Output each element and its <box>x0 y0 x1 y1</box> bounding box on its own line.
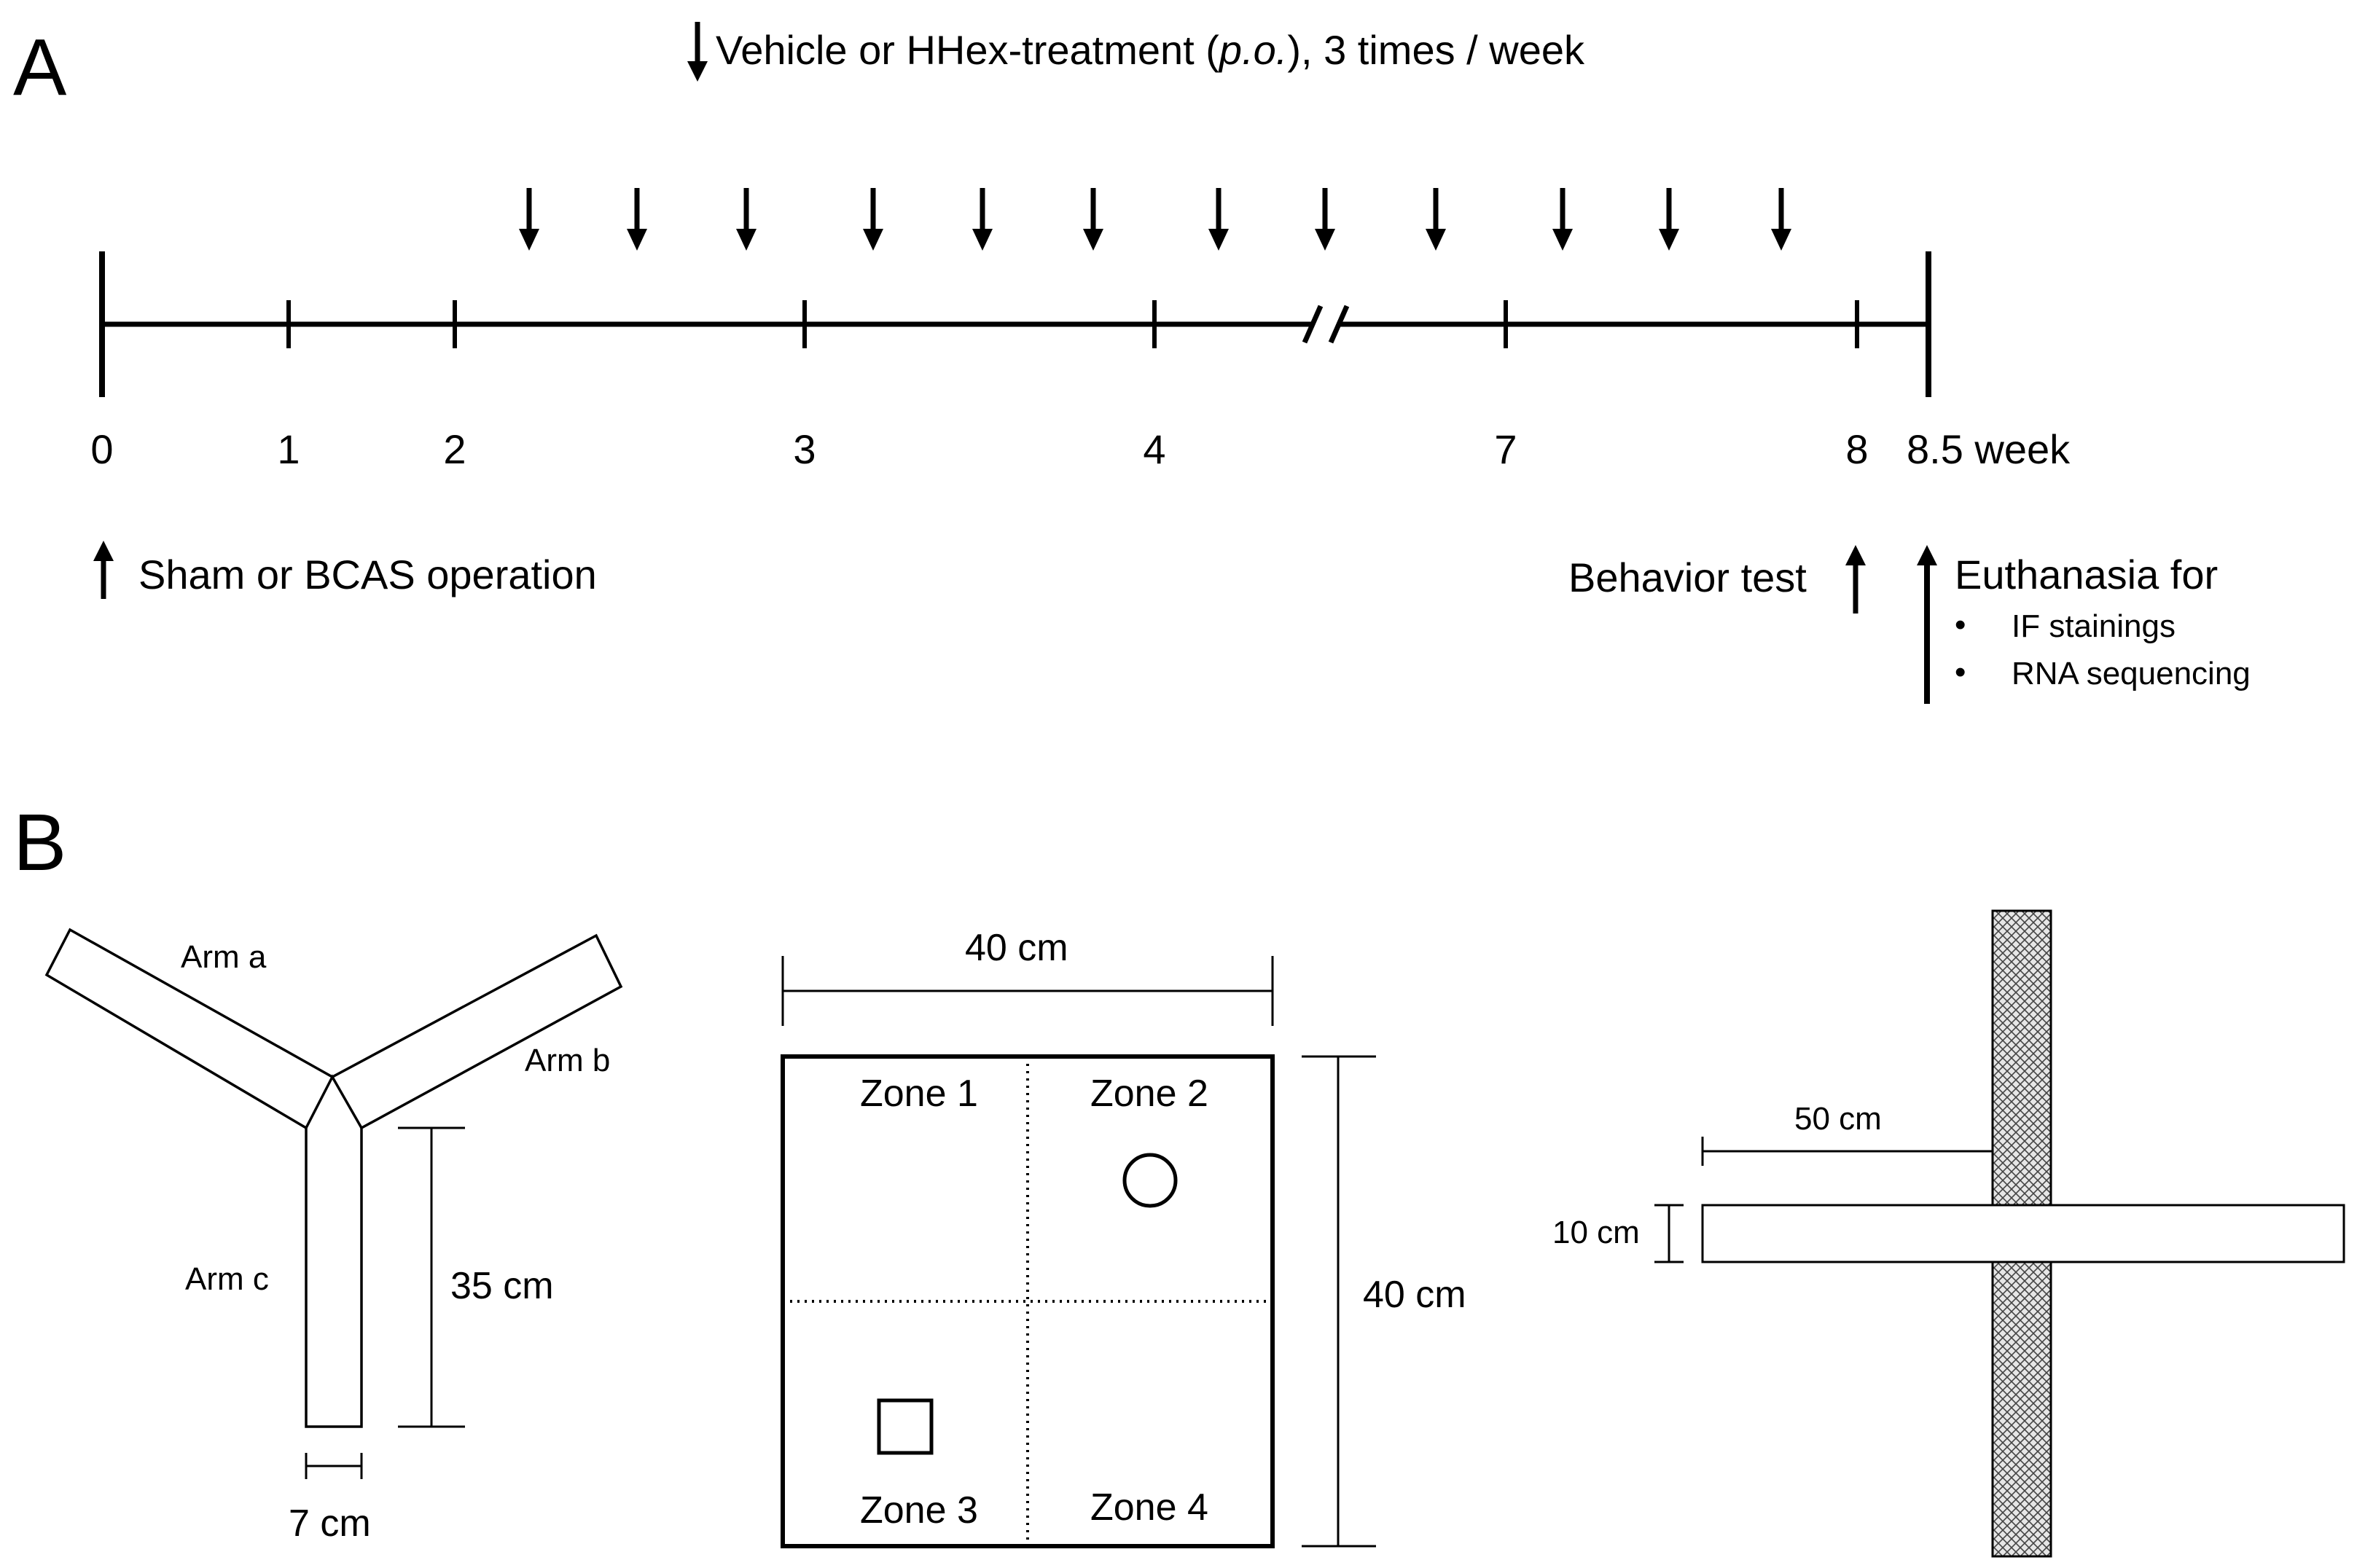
treatment-italic: p.o. <box>1218 27 1287 73</box>
euthanasia-item: IF stainings <box>2012 608 2176 644</box>
dose-arrow-icon <box>972 188 993 251</box>
up-arrow-icon <box>93 541 114 599</box>
dose-arrow-icon <box>1208 188 1229 251</box>
euthanasia-bullet: • <box>1955 607 1966 643</box>
circle-object <box>1122 1153 1178 1208</box>
behavior-label: Behavior test <box>1568 554 1807 600</box>
dose-arrow-icon <box>1426 188 1446 251</box>
up-arrow-icon <box>1917 545 1937 704</box>
euthanasia-event: Euthanasia for • IF stainings • RNA sequ… <box>1917 545 2251 704</box>
dose-arrows <box>519 188 1791 251</box>
square-object <box>877 1398 934 1455</box>
timeline-tick-label: 0 <box>90 426 113 472</box>
timeline-tick-label: 7 <box>1494 426 1517 472</box>
dose-arrow-icon <box>1659 188 1679 251</box>
y-maze-diagram: Arm a Arm b Arm c 35 cm 7 cm <box>44 928 623 1545</box>
euthanasia-title: Euthanasia for <box>1955 552 2218 597</box>
arm-width-dimension <box>305 1453 363 1479</box>
down-arrow-icon <box>687 22 708 82</box>
dose-arrow-icon <box>1771 188 1791 251</box>
treatment-suffix: ), 3 times / week <box>1287 27 1585 73</box>
panel-label-b: B <box>13 798 66 887</box>
dose-arrow-icon <box>736 188 757 251</box>
treatment-legend: Vehicle or HHex-treatment (p.o.), 3 time… <box>687 22 1585 82</box>
dose-arrow-icon <box>519 188 539 251</box>
timeline-tick-label: 4 <box>1143 426 1165 472</box>
dose-arrow-icon <box>1083 188 1103 251</box>
dose-arrow-icon <box>1315 188 1335 251</box>
arm-length-dimension <box>1701 1137 1993 1166</box>
open-field-height-label: 40 cm <box>1363 1274 1466 1316</box>
axis-break-mark <box>1302 305 1324 344</box>
closed-arm-bottom <box>1991 1261 2052 1558</box>
zone-1-label: Zone 1 <box>860 1073 978 1115</box>
timeline-end-label: 8.5 week <box>1907 426 2071 472</box>
treatment-prefix: Vehicle or HHex-treatment ( <box>716 27 1219 73</box>
axis-break-mark <box>1328 305 1350 344</box>
open-field-width-label: 40 cm <box>965 927 1068 969</box>
panel-label-a: A <box>13 23 67 112</box>
euthanasia-bullet: • <box>1955 654 1966 690</box>
behavior-event: Behavior test <box>1568 545 1866 614</box>
dose-arrow-icon <box>627 188 647 251</box>
open-field-width-dimension <box>781 956 1274 1026</box>
timeline-tick-label: 8 <box>1845 426 1868 472</box>
euthanasia-item: RNA sequencing <box>2012 656 2251 691</box>
timeline-tick-label: 2 <box>443 426 466 472</box>
timeline-axis <box>99 251 1931 397</box>
zone-2-label: Zone 2 <box>1090 1073 1208 1115</box>
timeline-tick-labels: 0 1 2 3 4 7 8 <box>90 426 1868 472</box>
center-square <box>1993 1207 2051 1261</box>
zone-3-label: Zone 3 <box>860 1489 978 1532</box>
dose-arrow-icon <box>863 188 883 251</box>
closed-arm-top <box>1991 909 2052 1207</box>
timeline-tick-label: 3 <box>793 426 816 472</box>
dose-arrow-icon <box>1552 188 1573 251</box>
y-maze-outline <box>44 928 623 1428</box>
open-field-height-dimension <box>1302 1055 1376 1548</box>
arm-width-dimension <box>1654 1204 1684 1263</box>
timeline-ticks <box>286 300 1859 348</box>
treatment-text: Vehicle or HHex-treatment (p.o.), 3 time… <box>716 27 1585 73</box>
y-maze-center-triangle <box>305 1074 363 1129</box>
arm-width-label: 7 cm <box>289 1502 371 1545</box>
arm-width-label: 10 cm <box>1552 1215 1640 1250</box>
zone-4-label: Zone 4 <box>1090 1486 1208 1529</box>
arm-length-dimension <box>398 1126 465 1428</box>
operation-label: Sham or BCAS operation <box>138 552 597 597</box>
arm-a-label: Arm a <box>181 939 267 975</box>
timeline-tick-label: 1 <box>277 426 300 472</box>
arm-c-label: Arm c <box>185 1261 269 1297</box>
arm-b-label: Arm b <box>525 1043 610 1078</box>
operation-event: Sham or BCAS operation <box>93 541 597 599</box>
plus-maze-diagram: 50 cm 10 cm <box>1552 909 2345 1558</box>
arm-length-label: 50 cm <box>1794 1101 1882 1137</box>
open-field-diagram: 40 cm Zone 1 Zone 2 Zone 3 Zone 4 40 cm <box>781 927 1466 1548</box>
up-arrow-icon <box>1845 545 1866 614</box>
arm-length-label: 35 cm <box>450 1265 554 1307</box>
